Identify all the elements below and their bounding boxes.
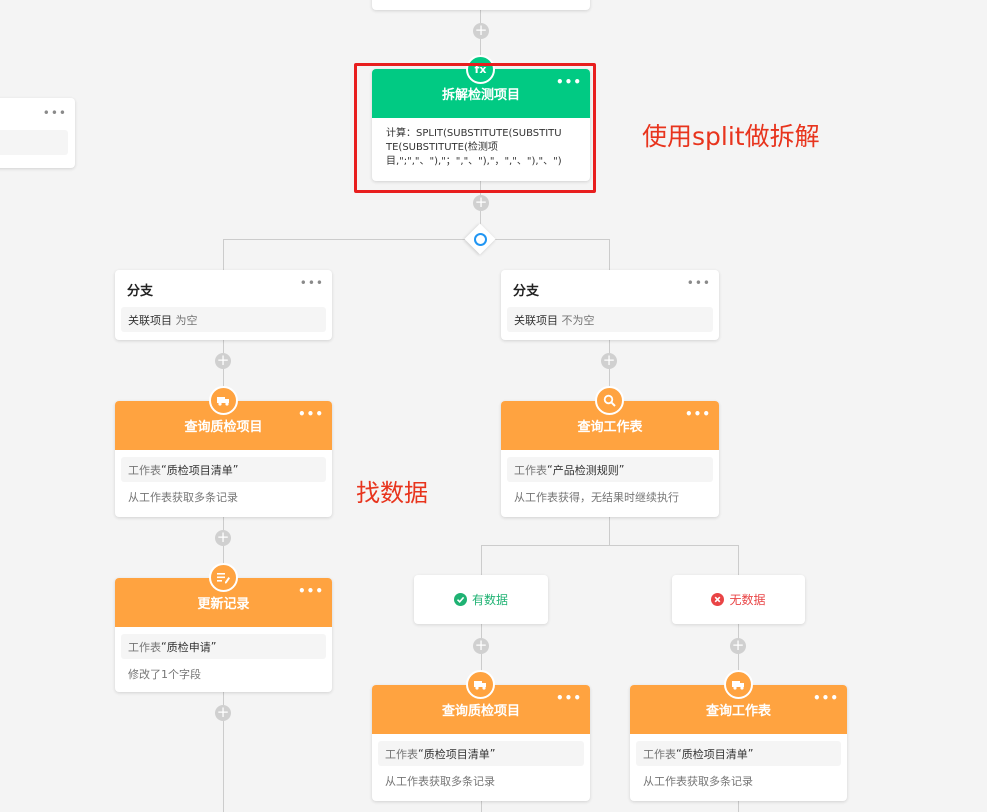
side-node-card[interactable]: ••• [0,98,75,168]
node-desc: 从工作表获取多条记录 [385,775,495,788]
error-circle-icon [711,593,725,606]
connector-left-branch [223,239,224,270]
search-icon [595,386,624,415]
node-table: 工作表“质检项目清单” [636,741,841,766]
more-icon[interactable]: ••• [684,407,711,421]
node-header: 查询工作表 ••• [501,401,719,450]
more-icon[interactable]: ••• [42,106,67,120]
add-node-button-right-1[interactable]: + [601,351,617,369]
previous-node-card[interactable] [372,0,590,10]
more-icon[interactable]: ••• [299,276,324,290]
no-data-label: 无数据 [729,593,766,607]
split-annotation: 使用split做拆解 [642,122,820,151]
edit-icon [209,563,238,592]
check-circle-icon [453,593,467,606]
add-node-button-1[interactable]: + [473,21,489,39]
branch-card-left[interactable]: 分支 ••• 关联项目 为空 [115,270,332,340]
branch-card-right[interactable]: 分支 ••• 关联项目 不为空 [501,270,719,340]
more-icon[interactable]: ••• [686,276,711,290]
calc-node-formula: 计算：SPLIT(SUBSTITUTE(SUBSTITU TE(SUBSTITU… [372,118,590,169]
connector-has-data [481,545,482,575]
branch-title: 分支 [127,284,154,299]
has-data-label: 有数据 [471,593,508,607]
add-node-button-2[interactable]: + [473,193,489,211]
node-desc: 从工作表获取多条记录 [128,491,238,504]
more-icon[interactable]: ••• [555,75,582,89]
calc-node[interactable]: 拆解检测项目 ••• 计算：SPLIT(SUBSTITUTE(SUBSTITU … [372,69,590,181]
add-node-button-has-data[interactable]: + [473,636,489,654]
node-table: 工作表“产品检测规则” [507,457,713,482]
node-table: 工作表“质检项目清单” [378,741,584,766]
more-icon[interactable]: ••• [555,691,582,705]
node-title: 查询工作表 [705,704,771,719]
connector-right-branch [609,239,610,270]
node-table: 工作表“质检项目清单” [121,457,326,482]
branch-gateway-circle-icon [474,233,487,246]
result-split-line [481,545,738,546]
fx-icon: fx [466,55,495,84]
query-qc-items-node[interactable]: 查询质检项目 ••• 工作表“质检项目清单” 从工作表获取多条记录 [115,401,332,517]
node-desc: 修改了1个字段 [128,668,201,681]
node-title: 更新记录 [197,597,250,612]
side-node-row [0,130,68,155]
formula-line-3: 目,";","、"),"；","、"),"，","、"),"、") [386,156,562,167]
node-desc: 从工作表获得，无结果时继续执行 [514,491,679,504]
query-sheet-node[interactable]: 查询工作表 ••• 工作表“产品检测规则” 从工作表获得，无结果时继续执行 [501,401,719,517]
formula-line-2: TE(SUBSTITUTE(检测项 [386,142,498,153]
highlight-box [354,63,596,193]
truck-icon [724,670,753,699]
update-record-node[interactable]: 更新记录 ••• 工作表 “质检申请” 修改了1个字段 [115,578,332,692]
node-title: 查询工作表 [577,420,643,435]
truck-icon [209,386,238,415]
branch-condition: 关联项目 为空 [121,307,326,332]
calc-node-title: 拆解检测项目 [441,88,520,103]
node-desc: 从工作表获取多条记录 [643,775,753,788]
node-title: 查询质检项目 [441,704,520,719]
more-icon[interactable]: ••• [297,584,324,598]
no-data-card[interactable]: 无数据 [672,575,805,624]
node-header: 查询质检项目 ••• [372,685,590,734]
connector-no-data [738,545,739,575]
add-node-button-left-1[interactable]: + [215,351,231,369]
add-node-button-left-3[interactable]: + [215,703,231,721]
branch-condition: 关联项目 不为空 [507,307,713,332]
branch-split-line [223,239,610,240]
node-title: 查询质检项目 [184,420,263,435]
branch-title: 分支 [513,284,540,299]
truck-icon [466,670,495,699]
node-table: 工作表 “质检申请” [121,634,326,659]
add-node-button-left-2[interactable]: + [215,528,231,546]
add-node-button-no-data[interactable]: + [730,636,746,654]
find-data-annotation: 找数据 [356,479,428,507]
query-sheet-node-2[interactable]: 查询工作表 ••• 工作表“质检项目清单” 从工作表获取多条记录 [630,685,847,801]
node-header: 更新记录 ••• [115,578,332,627]
has-data-card[interactable]: 有数据 [414,575,548,624]
more-icon[interactable]: ••• [297,407,324,421]
query-qc-items-node-2[interactable]: 查询质检项目 ••• 工作表“质检项目清单” 从工作表获取多条记录 [372,685,590,801]
more-icon[interactable]: ••• [812,691,839,705]
formula-line-1: 计算：SPLIT(SUBSTITUTE(SUBSTITU [386,128,562,139]
